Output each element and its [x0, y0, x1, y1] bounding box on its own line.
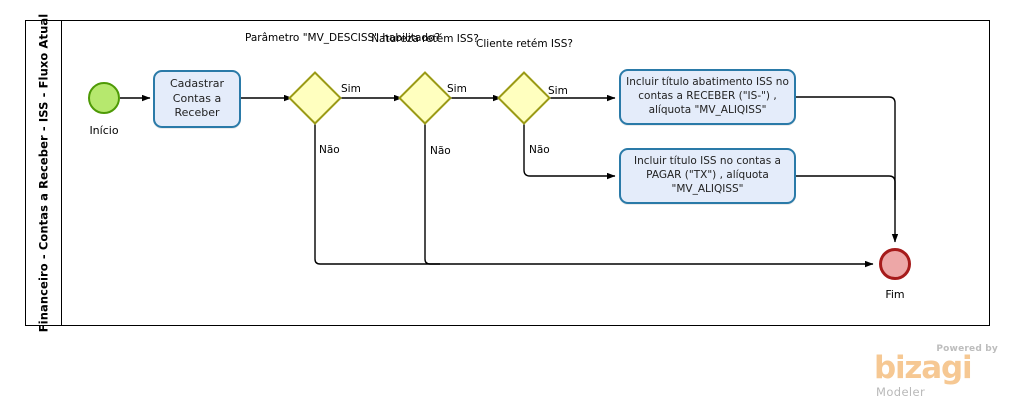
- watermark-powered-by: Powered by: [936, 344, 998, 354]
- start-event-label: Início: [89, 124, 119, 137]
- gateway-natureza-label: Natureza retém ISS?: [371, 33, 479, 45]
- task-label: Cadastrar Contas a Receber: [170, 77, 224, 120]
- end-event-label: Fim: [885, 288, 905, 301]
- bizagi-watermark: Powered by bizagi Modeler: [866, 344, 1001, 406]
- start-event[interactable]: [88, 82, 120, 114]
- flow-label-gw2-yes: Sim: [447, 83, 467, 95]
- process-pool: [25, 20, 990, 326]
- lane-header: Financeiro - Contas a Receber - ISS - Fl…: [25, 14, 62, 332]
- flow-label-gw3-no: Não: [529, 144, 550, 156]
- task-incluir-titulo-abatimento-iss-receber[interactable]: Incluir título abatimento ISS no contas …: [619, 69, 796, 125]
- watermark-brand: bizagi: [874, 350, 973, 386]
- flow-label-gw1-yes: Sim: [341, 83, 361, 95]
- end-event[interactable]: [879, 248, 911, 280]
- gateway-cliente-label: Cliente retém ISS?: [476, 38, 573, 50]
- flow-label-gw1-no: Não: [319, 144, 340, 156]
- flow-label-gw2-no: Não: [430, 145, 451, 157]
- task-incluir-titulo-iss-pagar[interactable]: Incluir título ISS no contas a PAGAR ("T…: [619, 148, 796, 204]
- task-label: Incluir título ISS no contas a PAGAR ("T…: [634, 155, 781, 195]
- watermark-product: Modeler: [876, 385, 926, 399]
- lane-title: Financeiro - Contas a Receber - ISS - Fl…: [36, 13, 51, 333]
- task-cadastrar-contas-a-receber[interactable]: Cadastrar Contas a Receber: [153, 70, 241, 128]
- flow-label-gw3-yes: Sim: [548, 85, 568, 97]
- task-label: Incluir título abatimento ISS no contas …: [626, 76, 789, 116]
